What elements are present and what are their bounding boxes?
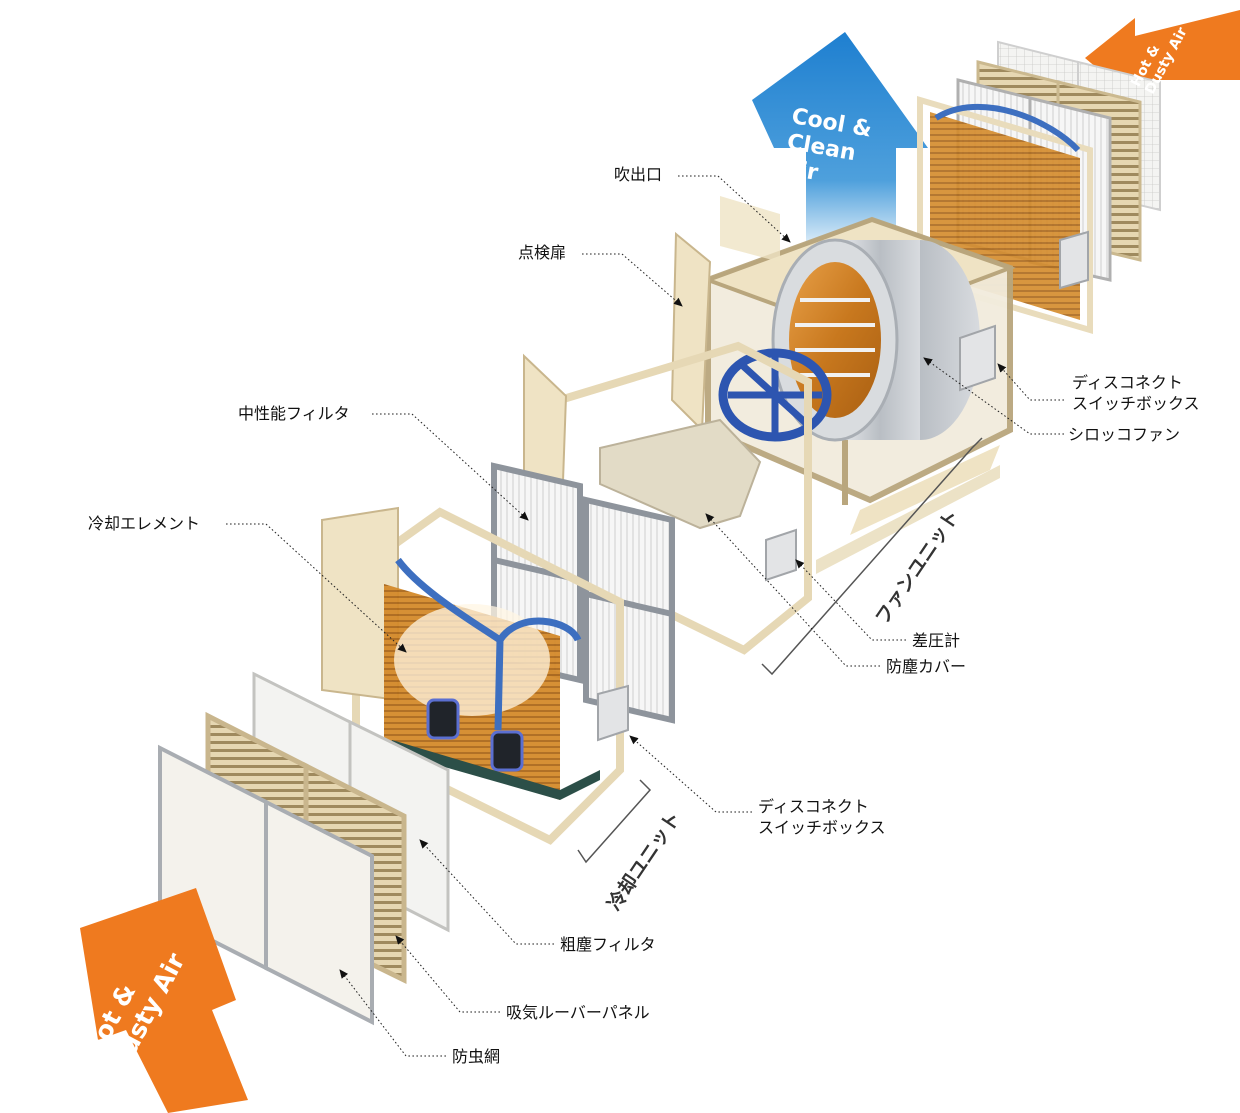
label-sirocco-fan: シロッコファン (1068, 425, 1181, 444)
cool-air-arrow (752, 32, 928, 260)
leader-lines (226, 175, 1064, 1057)
label-disconnect-top: ディスコネクト スイッチボックス (1072, 372, 1232, 414)
label-disconnect-bottom-line-1: ディスコネクト (758, 797, 869, 816)
label-disconnect-top-line-1: ディスコネクト (1072, 373, 1183, 392)
label-disconnect-bottom: ディスコネクト スイッチボックス (758, 796, 918, 838)
label-coarse-filter: 粗塵フィルタ (560, 935, 656, 954)
label-intake-louver: 吸気ルーバーパネル (506, 1003, 650, 1022)
label-inspection-door: 点検扉 (518, 243, 567, 262)
cooling-unit (321, 506, 629, 845)
label-pressure-gauge: 差圧計 (912, 631, 961, 650)
label-medium-filter: 中性能フィルタ (238, 404, 350, 423)
unit-brackets (577, 437, 983, 864)
label-disconnect-bottom-line-2: スイッチボックス (758, 818, 886, 837)
cool-air-text: Cool & Clean Air (780, 104, 874, 195)
hot-air-arrow-bottom (80, 888, 248, 1113)
label-insect-screen: 防虫網 (452, 1047, 501, 1066)
label-dust-cover: 防塵カバー (886, 657, 967, 676)
label-cooling-element: 冷却エレメント (88, 514, 201, 533)
fan-unit (670, 196, 1089, 535)
label-disconnect-top-line-2: スイッチボックス (1072, 394, 1200, 413)
label-outlet: 吹出口 (614, 165, 663, 184)
